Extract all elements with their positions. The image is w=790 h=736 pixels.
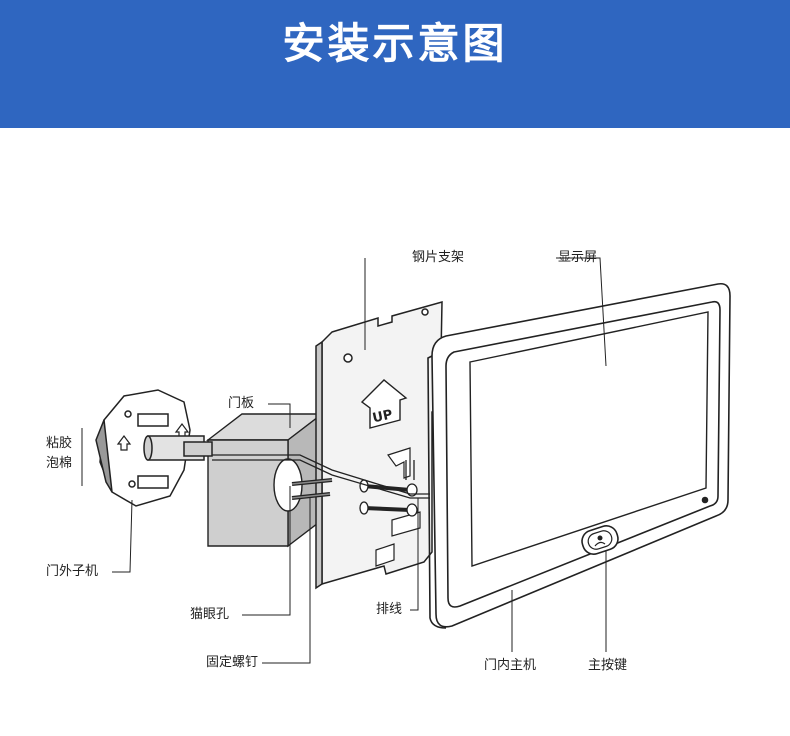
label-screen: 显示屏 [558, 250, 598, 265]
indoor-unit [427, 282, 731, 629]
label-adhesive-line1: 粘胶 [46, 436, 73, 451]
label-indoor-unit: 门内主机 [484, 658, 537, 673]
outdoor-unit [95, 389, 213, 507]
label-peephole: 猫眼孔 [190, 607, 230, 622]
label-fixing-screw: 固定螺钉 [206, 655, 259, 670]
header-banner: 安装示意图 [0, 0, 790, 128]
label-bracket: 钢片支架 [412, 250, 465, 265]
label-main-button: 主按键 [588, 658, 628, 673]
page-title: 安装示意图 [282, 19, 508, 68]
label-door-panel: 门板 [228, 396, 255, 411]
door-panel [205, 411, 327, 548]
main-button[interactable] [579, 523, 621, 557]
leader-lines [81, 257, 607, 664]
diagram-illustration: UP [81, 257, 731, 664]
installation-diagram: UP [0, 128, 790, 736]
label-outdoor-unit: 门外子机 [46, 564, 99, 579]
fixing-screws [291, 478, 418, 517]
label-adhesive-line2: 泡棉 [46, 456, 73, 471]
label-cable: 排线 [376, 602, 403, 617]
steel-bracket: UP [315, 301, 443, 590]
up-mark: UP [371, 407, 394, 426]
cable [212, 454, 430, 499]
